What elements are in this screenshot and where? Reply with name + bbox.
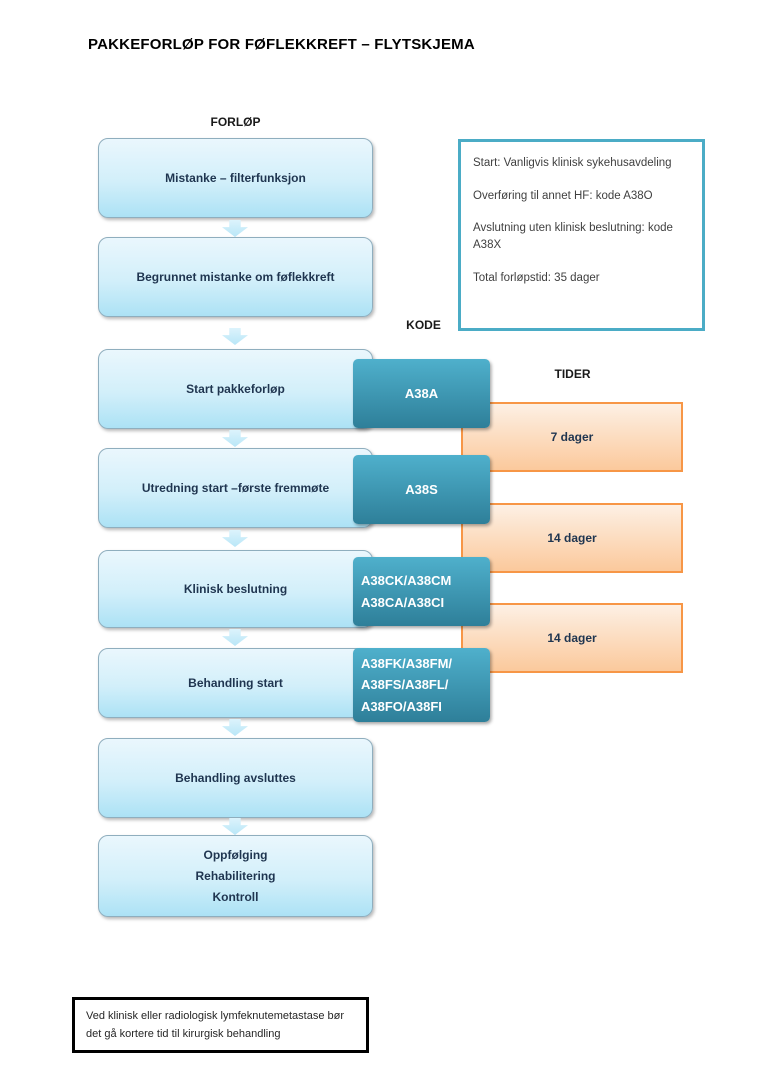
flow-step-klinisk-beslutning: Klinisk beslutning <box>98 550 373 628</box>
info-line-overforing: Overføring til annet HF: kode A38O <box>473 189 653 202</box>
column-label-tider: TIDER <box>554 367 591 381</box>
code-badge-a38f-group: A38FK/A38FM/ A38FS/A38FL/ A38FO/A38FI <box>353 648 490 722</box>
info-box: Start: Vanligvis klinisk sykehusavdeling… <box>458 139 705 331</box>
code-badge-a38a: A38A <box>353 359 490 428</box>
info-line-start: Start: Vanligvis klinisk sykehusavdeling <box>473 157 672 169</box>
time-box-14-dager-2: 14 dager <box>461 603 683 673</box>
flow-step-behandling-avsluttes: Behandling avsluttes <box>98 738 373 818</box>
note-box: Ved klinisk eller radiologisk lymfeknute… <box>72 997 369 1053</box>
time-box-14-dager-1: 14 dager <box>461 503 683 573</box>
flow-step-mistanke-filterfunksjon: Mistanke – filterfunksjon <box>98 138 373 218</box>
down-arrow-icon <box>222 530 248 547</box>
info-line-total-forlopstid: Total forløpstid: 35 dager <box>473 271 600 284</box>
flow-step-oppfolging-rehabilitering-kontroll: Oppfølging Rehabilitering Kontroll <box>98 835 373 917</box>
down-arrow-icon <box>222 430 248 447</box>
column-label-forlop: FORLØP <box>210 115 261 129</box>
down-arrow-icon <box>222 818 248 835</box>
down-arrow-icon <box>222 328 248 345</box>
down-arrow-icon <box>222 719 248 736</box>
info-line-avslutning: Avslutning uten klinisk beslutning: kode… <box>473 222 673 252</box>
down-arrow-icon <box>222 220 248 237</box>
down-arrow-icon <box>222 629 248 646</box>
code-badge-a38s: A38S <box>353 455 490 524</box>
time-box-7-dager: 7 dager <box>461 402 683 472</box>
flow-step-utredning-start: Utredning start –første fremmøte <box>98 448 373 528</box>
flow-step-begrunnet-mistanke: Begrunnet mistanke om føflekkreft <box>98 237 373 317</box>
code-badge-a38c-group: A38CK/A38CM A38CA/A38CI <box>353 557 490 626</box>
page-title: PAKKEFORLØP FOR FØFLEKKREFT – FLYTSKJEMA <box>88 36 475 53</box>
column-label-kode: KODE <box>406 318 441 332</box>
flow-step-behandling-start: Behandling start <box>98 648 373 718</box>
flow-step-start-pakkeforlop: Start pakkeforløp <box>98 349 373 429</box>
